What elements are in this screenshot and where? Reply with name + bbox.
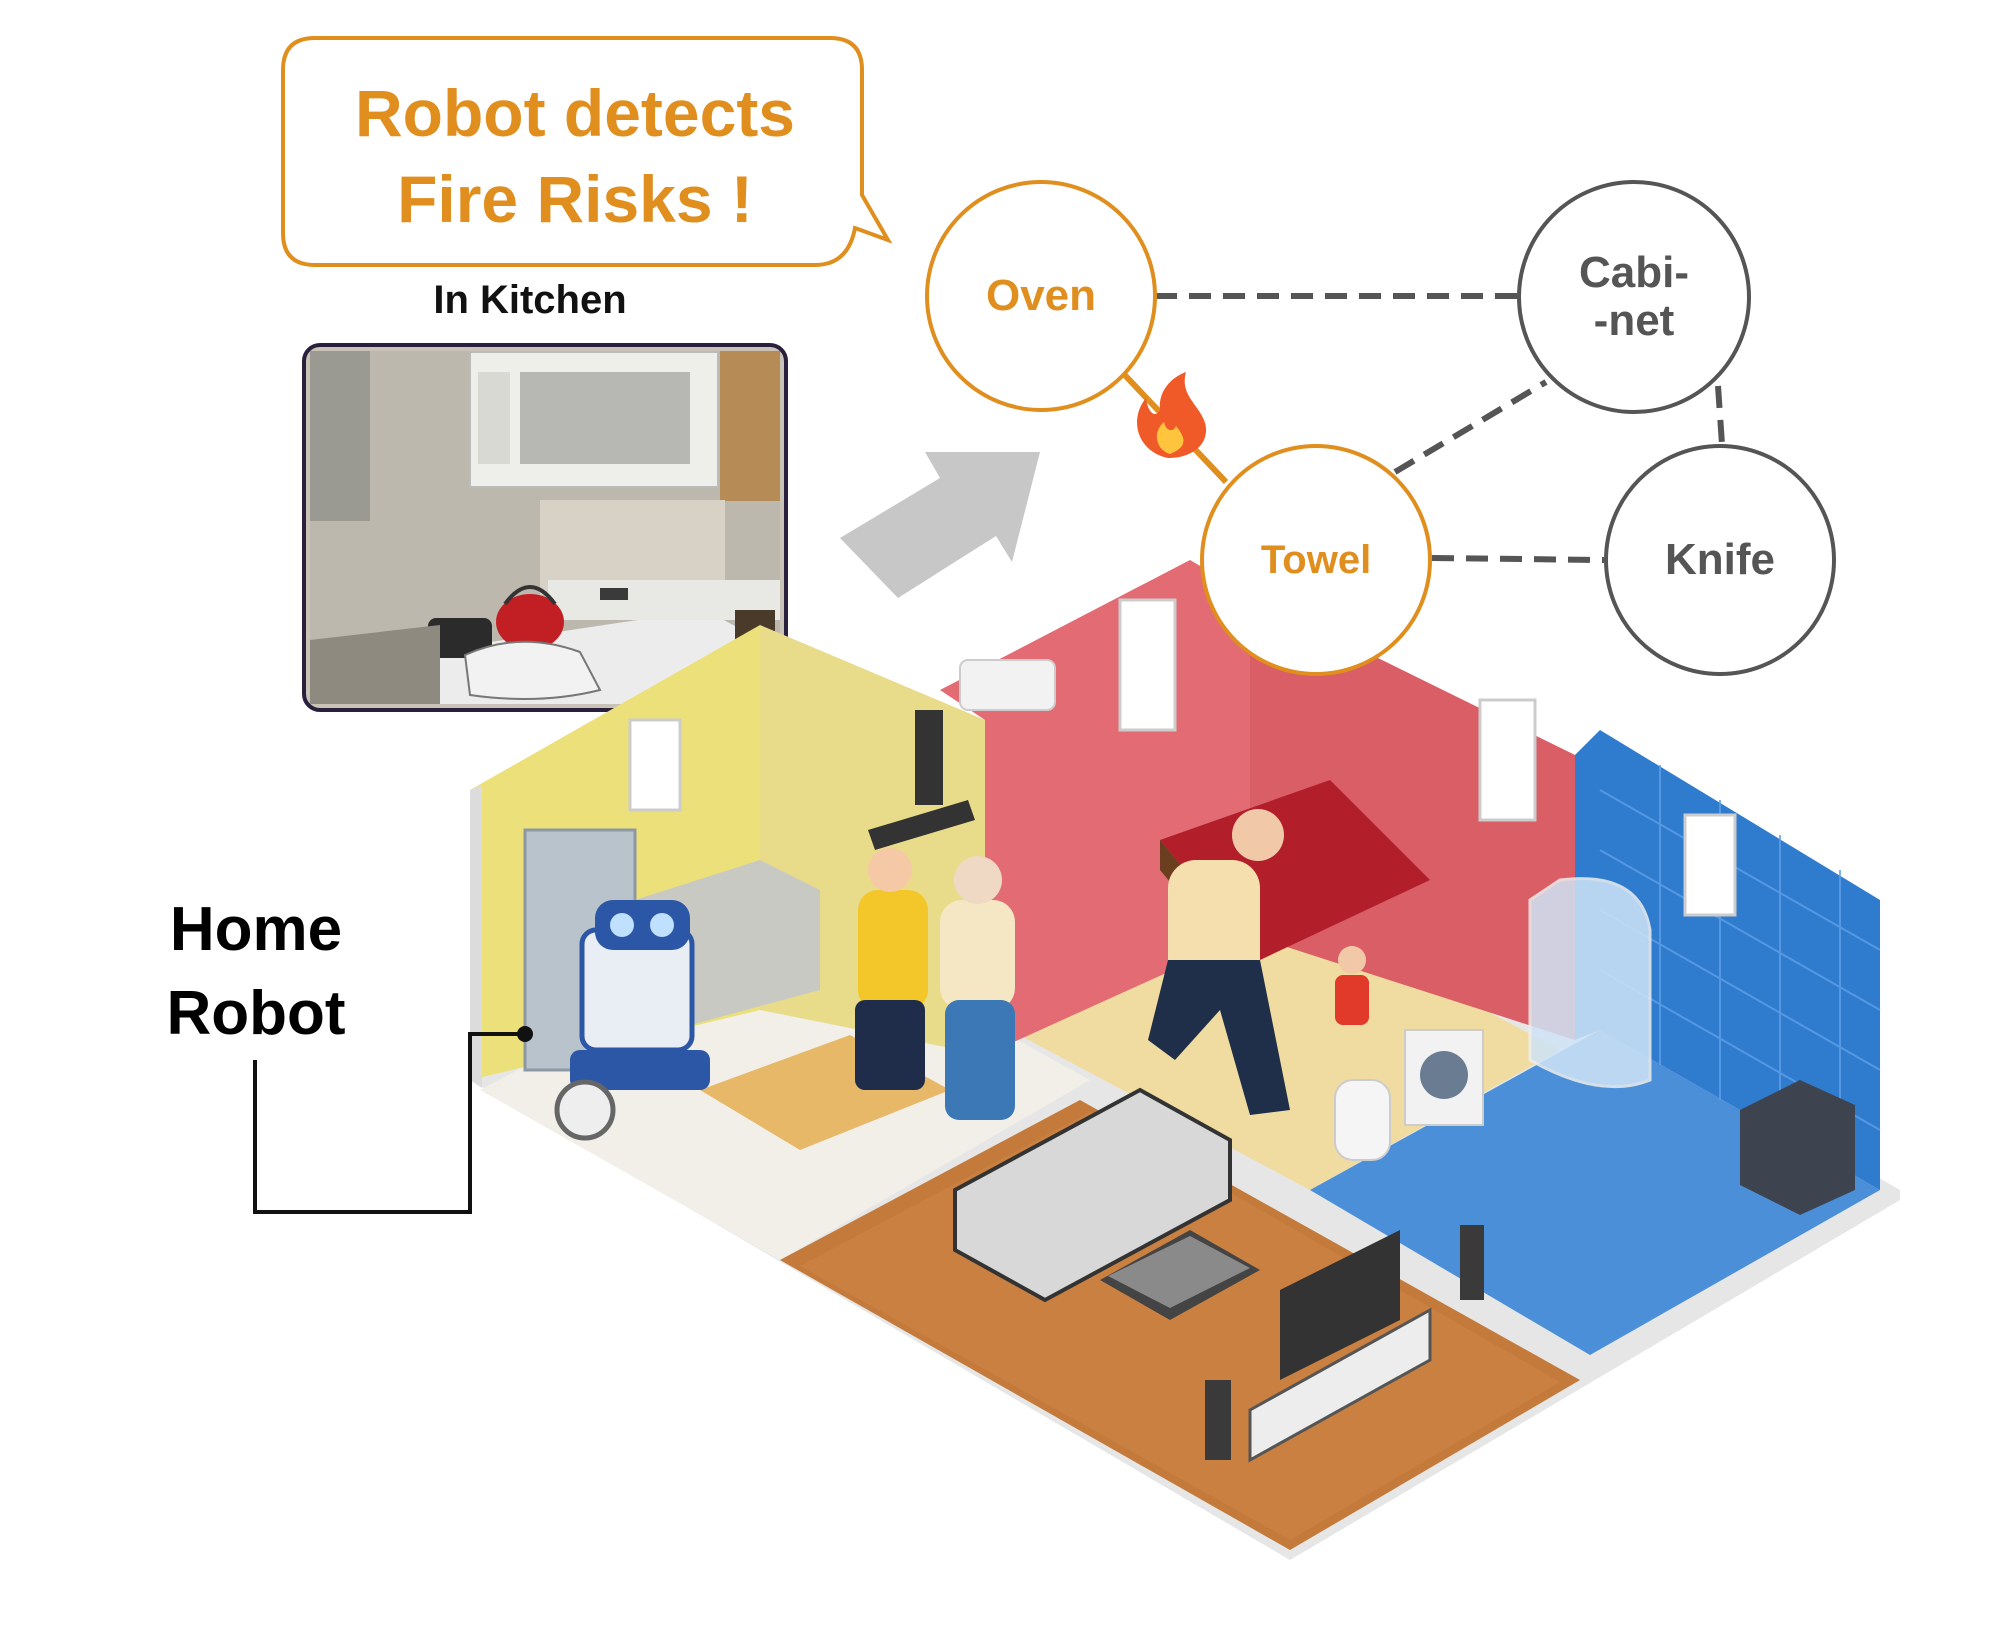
fire-icon (1137, 372, 1207, 458)
robot-pointer-line (253, 1032, 522, 1214)
speech-bubble (281, 36, 893, 267)
graph-node-label: Oven (985, 271, 1097, 320)
edge-towel-cabinet (1393, 379, 1548, 475)
kitchen-photo (302, 343, 788, 712)
edge-towel-knife (1431, 555, 1605, 563)
arrow-icon (840, 452, 1040, 598)
kitchen-caption: In Kitchen (433, 278, 627, 322)
graph-node-label: Knife (1665, 535, 1775, 584)
graph-node-oven: Oven (925, 180, 1157, 412)
graph-node-label: Cabi- (1579, 248, 1689, 297)
edge-cabinet-knife (1715, 385, 1725, 445)
home-robot-label: Home Robot (120, 888, 392, 1056)
isometric-house-illustration (470, 560, 1900, 1560)
graph-node-label: Towel (1260, 538, 1372, 582)
home-robot-line-1: Home (169, 895, 343, 964)
graph-node-knife: Knife (1604, 444, 1836, 676)
callout-line-2: Fire Risks ! (397, 162, 753, 236)
home-robot-line-2: Robot (166, 979, 346, 1048)
graph-node-label: -net (1593, 296, 1675, 345)
callout-text: Robot detects Fire Risks ! (284, 70, 866, 242)
callout-line-1: Robot detects (354, 76, 796, 150)
graph-node-cabinet: Cabi- -net (1517, 180, 1751, 414)
graph-node-towel: Towel (1200, 444, 1432, 676)
robot-pointer-dot (517, 1026, 533, 1042)
